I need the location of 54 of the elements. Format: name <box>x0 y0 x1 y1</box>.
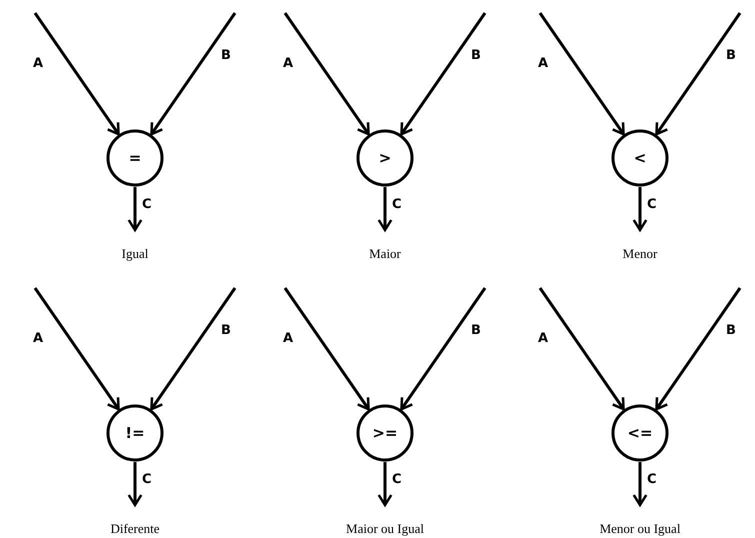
arrow <box>400 12 486 136</box>
caption: Maior ou Igual <box>346 521 424 537</box>
arrow <box>128 462 142 506</box>
arrow <box>150 287 236 410</box>
caption: Menor ou Igual <box>600 521 680 537</box>
caption: Diferente <box>110 521 160 537</box>
operator-symbol: > <box>378 149 392 167</box>
arrow <box>378 187 392 232</box>
operator-circle <box>611 129 669 187</box>
operator-symbol: != <box>125 424 145 442</box>
edge-label: A <box>538 332 548 346</box>
edge-label: B <box>726 324 736 338</box>
operator-circle <box>356 129 414 187</box>
edge-label: B <box>221 49 231 63</box>
operator-circle <box>106 129 164 187</box>
arrow <box>378 462 392 506</box>
operator-symbol: = <box>128 149 142 167</box>
arrow <box>538 12 625 136</box>
operator-circle <box>356 404 414 462</box>
edge-label: A <box>33 332 44 346</box>
edge-label: A <box>33 57 44 71</box>
arrow <box>655 12 742 136</box>
edge-label: A <box>283 332 294 346</box>
arrow <box>34 12 120 136</box>
operator-symbol: <= <box>627 424 653 442</box>
arrow <box>284 287 370 410</box>
operator-symbol: < <box>634 149 646 167</box>
edge-label: B <box>221 324 231 338</box>
edge-label: B <box>471 324 481 338</box>
edge-label: C <box>142 473 152 487</box>
caption: Menor <box>622 246 658 262</box>
edge-label: C <box>392 198 402 212</box>
caption: Maior <box>369 246 401 262</box>
arrow <box>34 287 120 410</box>
edge-label: A <box>538 57 548 71</box>
edge-label: B <box>726 49 736 63</box>
edge-label: A <box>283 57 294 71</box>
arrow <box>538 287 625 410</box>
arrow <box>400 287 486 410</box>
arrow <box>632 187 648 232</box>
caption: Igual <box>122 246 148 262</box>
operator-circle <box>106 404 164 462</box>
edge-label: C <box>647 473 657 487</box>
edge-label: C <box>647 198 657 212</box>
arrow <box>128 187 142 232</box>
operator-symbol: >= <box>372 424 398 442</box>
arrow <box>632 462 648 506</box>
edge-label: C <box>392 473 402 487</box>
edge-label: B <box>471 49 481 63</box>
arrow <box>150 12 236 136</box>
arrow <box>655 287 742 410</box>
edge-label: C <box>142 198 152 212</box>
operator-circle <box>611 404 669 462</box>
arrow <box>284 12 370 136</box>
